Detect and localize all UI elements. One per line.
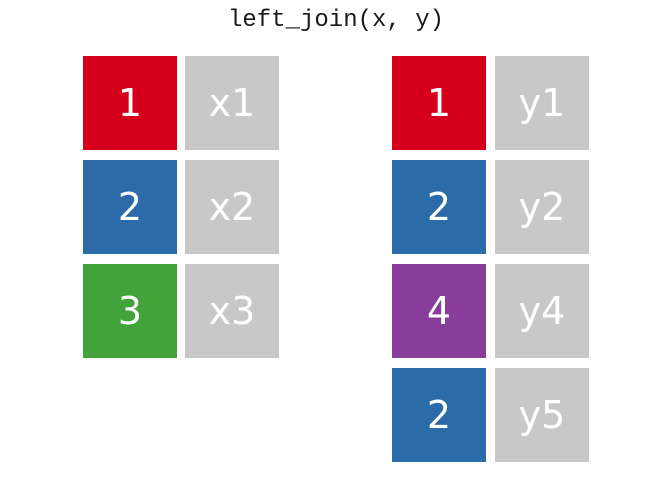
value-cell-x-2: x2 bbox=[185, 160, 279, 254]
key-cell-x-1: 1 bbox=[83, 56, 177, 150]
key-cell-x-2: 2 bbox=[83, 160, 177, 254]
key-cell-y-1: 1 bbox=[392, 56, 486, 150]
value-cell-y-3: y4 bbox=[495, 264, 589, 358]
value-cell-y-1: y1 bbox=[495, 56, 589, 150]
key-cell-y-2: 2 bbox=[392, 160, 486, 254]
diagram-title: left_join(x, y) bbox=[227, 7, 445, 34]
value-cell-y-4: y5 bbox=[495, 368, 589, 462]
key-cell-y-3: 4 bbox=[392, 264, 486, 358]
key-cell-y-4: 2 bbox=[392, 368, 486, 462]
value-cell-x-3: x3 bbox=[185, 264, 279, 358]
value-cell-y-2: y2 bbox=[495, 160, 589, 254]
value-cell-x-1: x1 bbox=[185, 56, 279, 150]
key-cell-x-3: 3 bbox=[83, 264, 177, 358]
